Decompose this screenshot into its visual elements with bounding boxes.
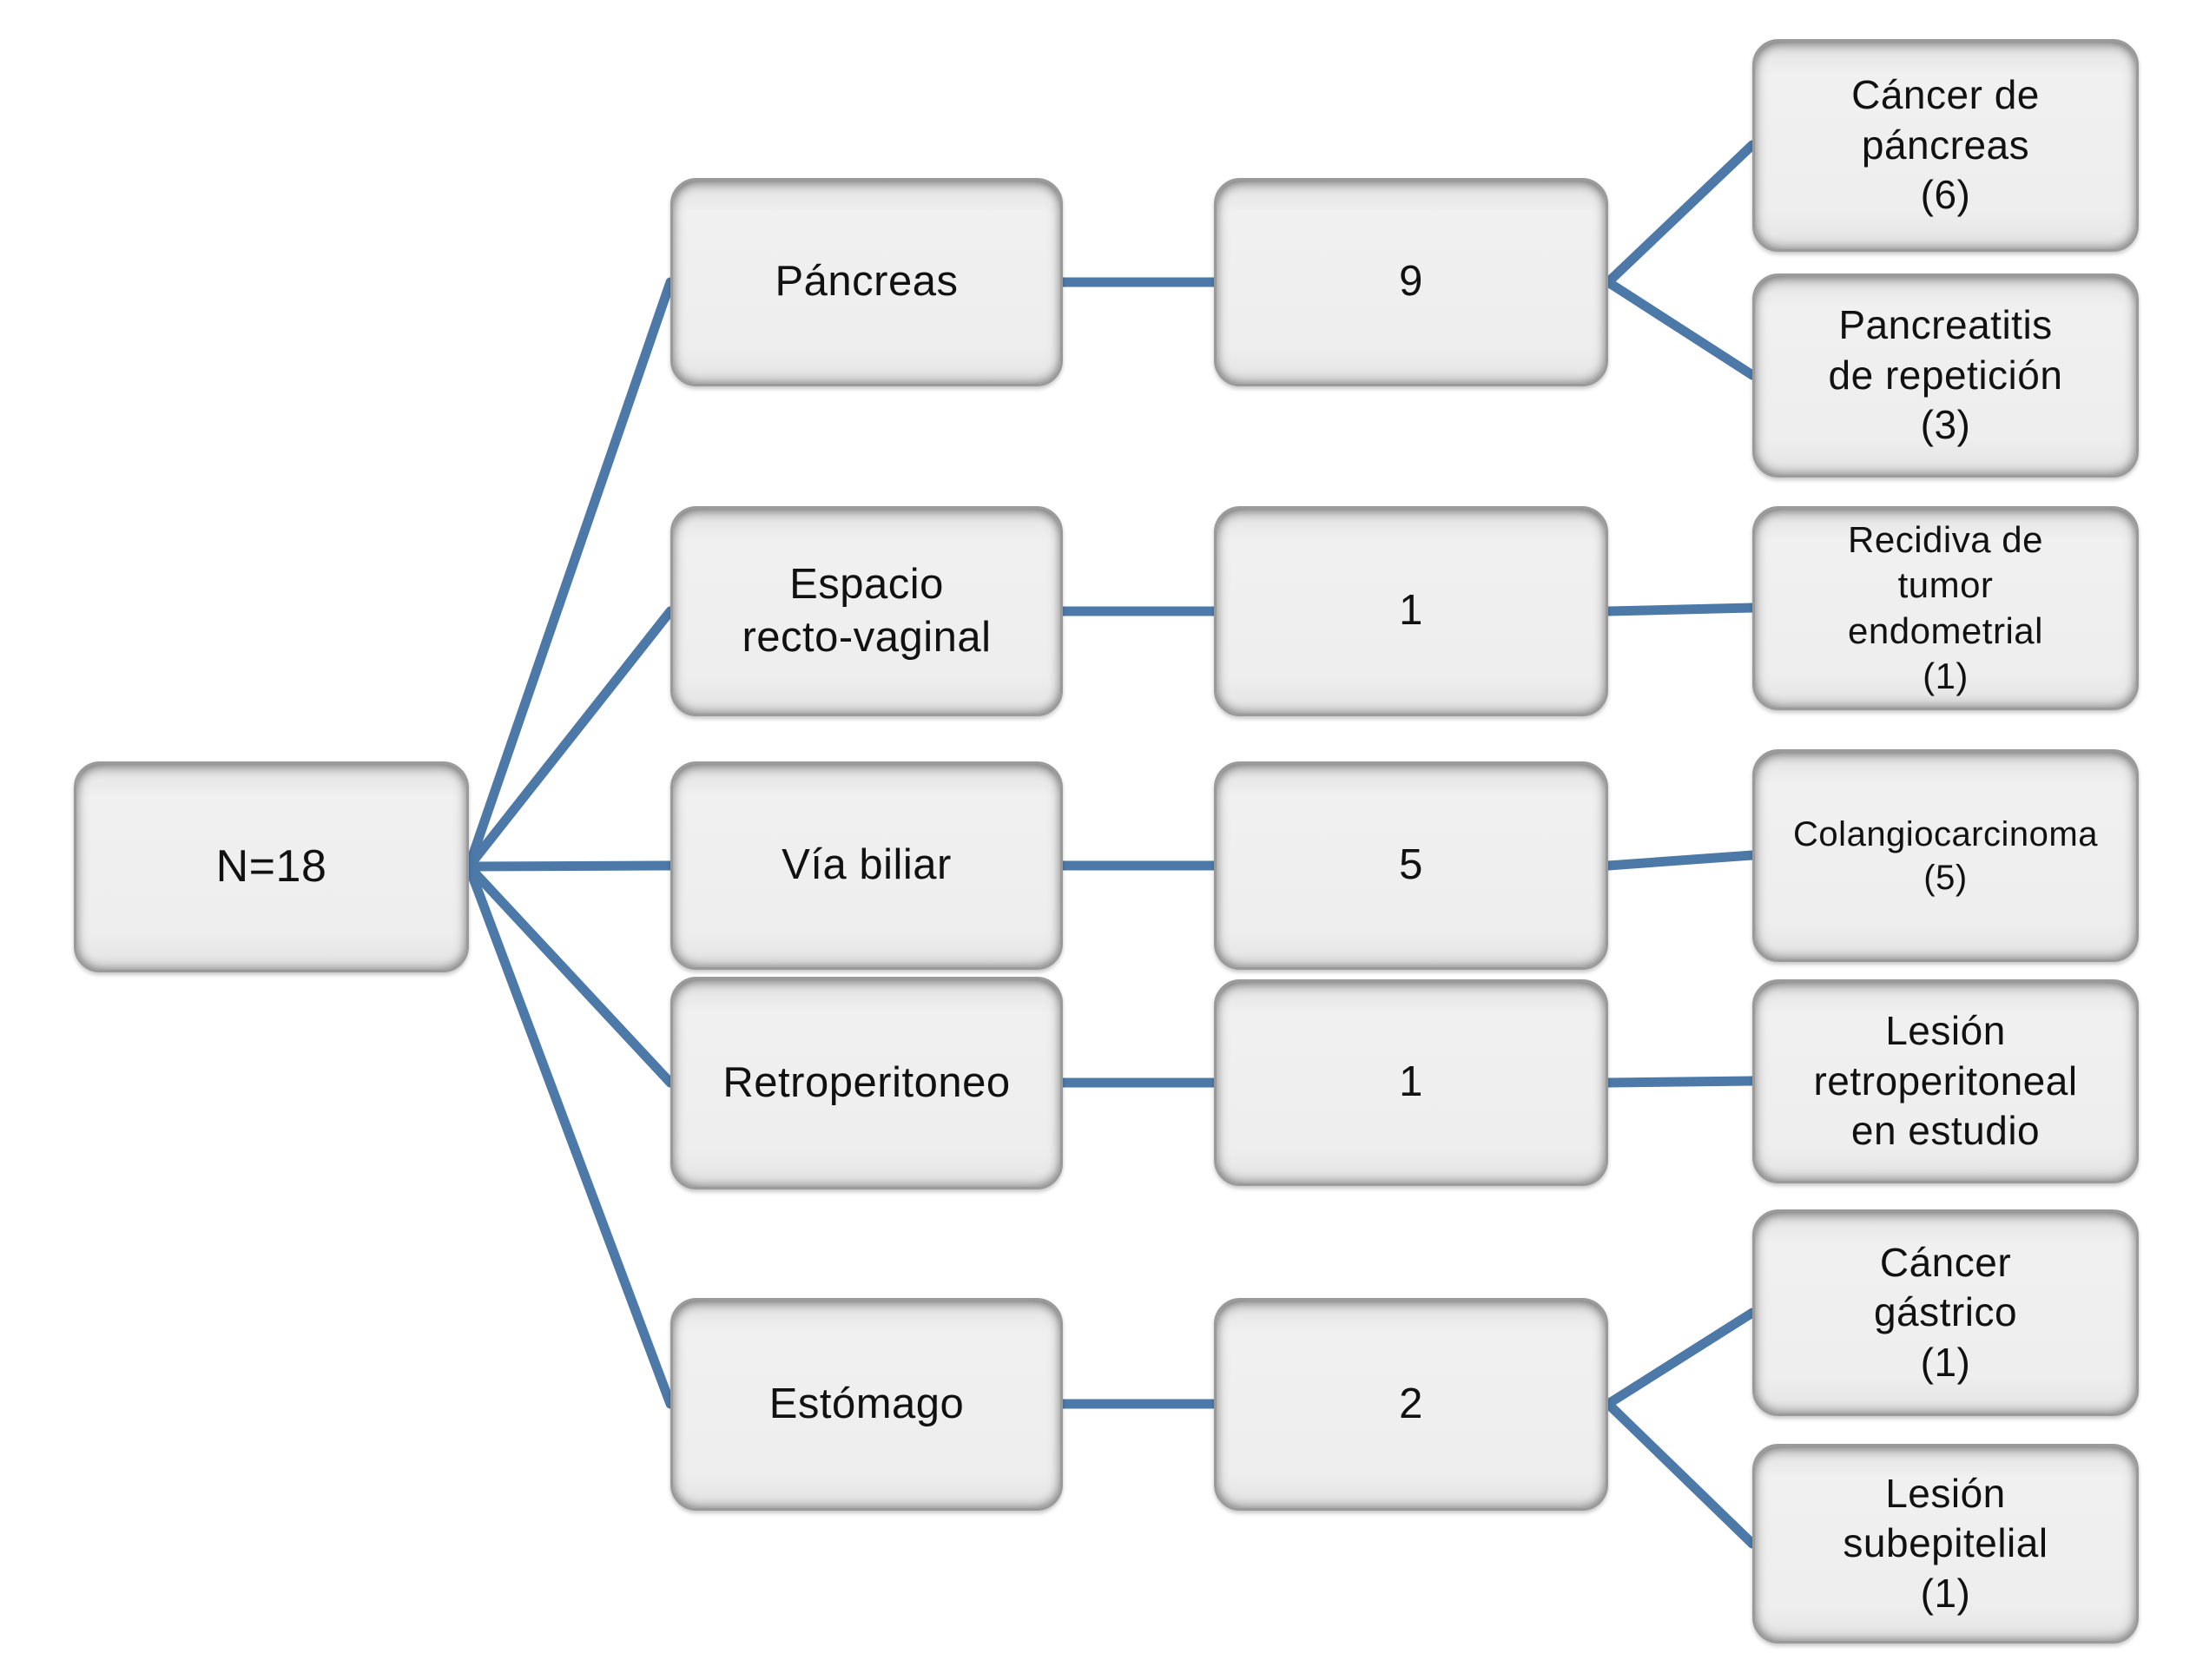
- node-pancreas-count: 9: [1214, 178, 1608, 386]
- node-via-biliar-count-label: 5: [1399, 841, 1423, 889]
- node-via-biliar-count: 5: [1214, 761, 1608, 970]
- node-estomago: Estómago: [670, 1298, 1063, 1511]
- connector-5-colangiocarcinoma: [1603, 850, 1758, 871]
- node-lesion-subepitelial-label: Lesión subepitelial (1): [1843, 1470, 2048, 1616]
- node-lesion-retroperitoneal: Lesión retroperitoneal en estudio: [1752, 979, 2139, 1183]
- node-retroperitoneo-count: 1: [1214, 979, 1608, 1186]
- node-colangiocarcinoma-label: Colangiocarcinoma (5): [1793, 814, 2098, 897]
- connector-2-lesion-subepitelial: [1603, 1399, 1758, 1549]
- node-pancreas-label: Páncreas: [775, 258, 959, 306]
- node-cancer-gastrico: Cáncer gástrico (1): [1752, 1209, 2139, 1416]
- connector-root-estomago: [464, 861, 676, 1409]
- connector-1-lesion-retro: [1603, 1076, 1758, 1088]
- connector-root-recto-vaginal: [464, 606, 676, 872]
- node-colangiocarcinoma: Colangiocarcinoma (5): [1752, 749, 2139, 962]
- node-pancreas-count-label: 9: [1399, 258, 1423, 306]
- node-estomago-count: 2: [1214, 1298, 1608, 1511]
- node-recidiva-tumor-endometrial-label: Recidiva de tumor endometrial (1): [1848, 518, 2043, 697]
- connector-1-recidiva: [1603, 603, 1758, 616]
- node-pancreatitis-repeticion: Pancreatitis de repetición (3): [1752, 273, 2139, 478]
- node-cancer-gastrico-label: Cáncer gástrico (1): [1873, 1239, 2018, 1385]
- node-retroperitoneo-label: Retroperitoneo: [722, 1058, 1011, 1106]
- node-pancreatitis-repeticion-label: Pancreatitis de repetición (3): [1828, 302, 2063, 448]
- node-cancer-de-pancreas-label: Cáncer de páncreas (6): [1851, 72, 2040, 218]
- node-estomago-count-label: 2: [1399, 1380, 1423, 1427]
- node-espacio-recto-vaginal-label: Espacio recto-vaginal: [742, 560, 992, 661]
- node-cancer-de-pancreas: Cáncer de páncreas (6): [1752, 39, 2139, 252]
- node-retroperitoneo-count-label: 1: [1399, 1058, 1423, 1106]
- connector-9-pancreatitis: [1603, 277, 1758, 380]
- node-root-n18-label: N=18: [215, 841, 327, 892]
- node-retroperitoneo: Retroperitoneo: [670, 977, 1063, 1189]
- node-via-biliar: Vía biliar: [670, 761, 1063, 970]
- node-recto-vaginal-count-label: 1: [1399, 587, 1423, 635]
- connector-root-pancreas: [464, 277, 676, 872]
- node-espacio-recto-vaginal: Espacio recto-vaginal: [670, 506, 1063, 716]
- node-recto-vaginal-count: 1: [1214, 506, 1608, 716]
- connector-root-retroperitoneo: [464, 861, 676, 1088]
- node-recidiva-tumor-endometrial: Recidiva de tumor endometrial (1): [1752, 506, 2139, 710]
- connector-9-cancer-pancreas: [1603, 140, 1758, 287]
- node-pancreas: Páncreas: [670, 178, 1063, 386]
- node-lesion-subepitelial: Lesión subepitelial (1): [1752, 1444, 2139, 1644]
- connector-2-cancer-gastrico: [1603, 1308, 1758, 1409]
- node-lesion-retroperitoneal-label: Lesión retroperitoneal en estudio: [1813, 1008, 2078, 1154]
- node-estomago-label: Estómago: [768, 1380, 965, 1427]
- node-root-n18: N=18: [74, 761, 469, 972]
- node-via-biliar-label: Vía biliar: [782, 841, 952, 889]
